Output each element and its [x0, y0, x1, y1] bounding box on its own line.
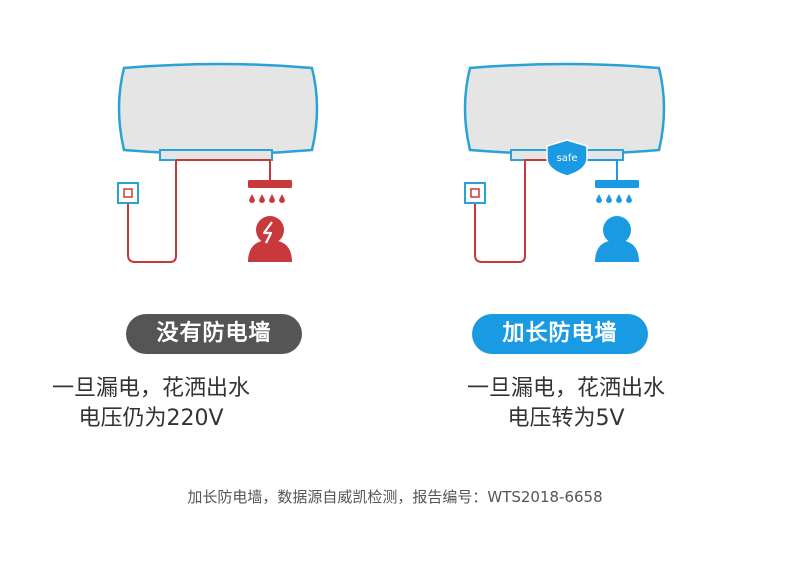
socket-icon	[117, 182, 139, 204]
no-wall-description: 一旦漏电，花洒出水 电压仍为220V	[36, 374, 266, 434]
footnote: 加长防电墙，数据源自威凯检测，报告编号：WTS2018-6658	[187, 488, 603, 506]
water-heater-tank	[117, 62, 319, 156]
shower-head-icon	[248, 180, 292, 203]
power-wire	[127, 160, 177, 263]
panel-extended-wall: safe 加长防电墙 一旦漏电，花洒出水 电压转为5V	[395, 0, 790, 470]
safe-person-icon	[595, 216, 639, 262]
illustration-without-wall	[117, 62, 319, 263]
no-wall-desc-line2: 电压仍为220V	[78, 406, 224, 431]
safe-shield-icon: safe	[546, 139, 588, 177]
extended-wall-label: 加长防电墙	[472, 314, 648, 354]
extended-wall-desc-line2: 电压转为5V	[507, 406, 625, 431]
pipe-wire	[176, 159, 271, 180]
safe-pipe	[580, 159, 618, 180]
shower-head-icon	[595, 180, 639, 203]
panel-without-wall: 没有防电墙 一旦漏电，花洒出水 电压仍为220V	[0, 0, 395, 470]
water-heater-tank	[463, 62, 666, 156]
heater-bottom-bar	[159, 149, 273, 161]
shield-text: safe	[556, 153, 577, 164]
no-wall-desc-line1: 一旦漏电，花洒出水	[51, 376, 250, 401]
extended-wall-description: 一旦漏电，花洒出水 电压转为5V	[445, 374, 687, 434]
shocked-person-icon	[248, 216, 292, 262]
extended-wall-desc-line1: 一旦漏电，花洒出水	[466, 376, 665, 401]
no-wall-label: 没有防电墙	[126, 314, 302, 354]
socket-icon	[464, 182, 486, 204]
power-wire	[474, 159, 555, 263]
illustration-extended-wall: safe	[463, 62, 666, 263]
